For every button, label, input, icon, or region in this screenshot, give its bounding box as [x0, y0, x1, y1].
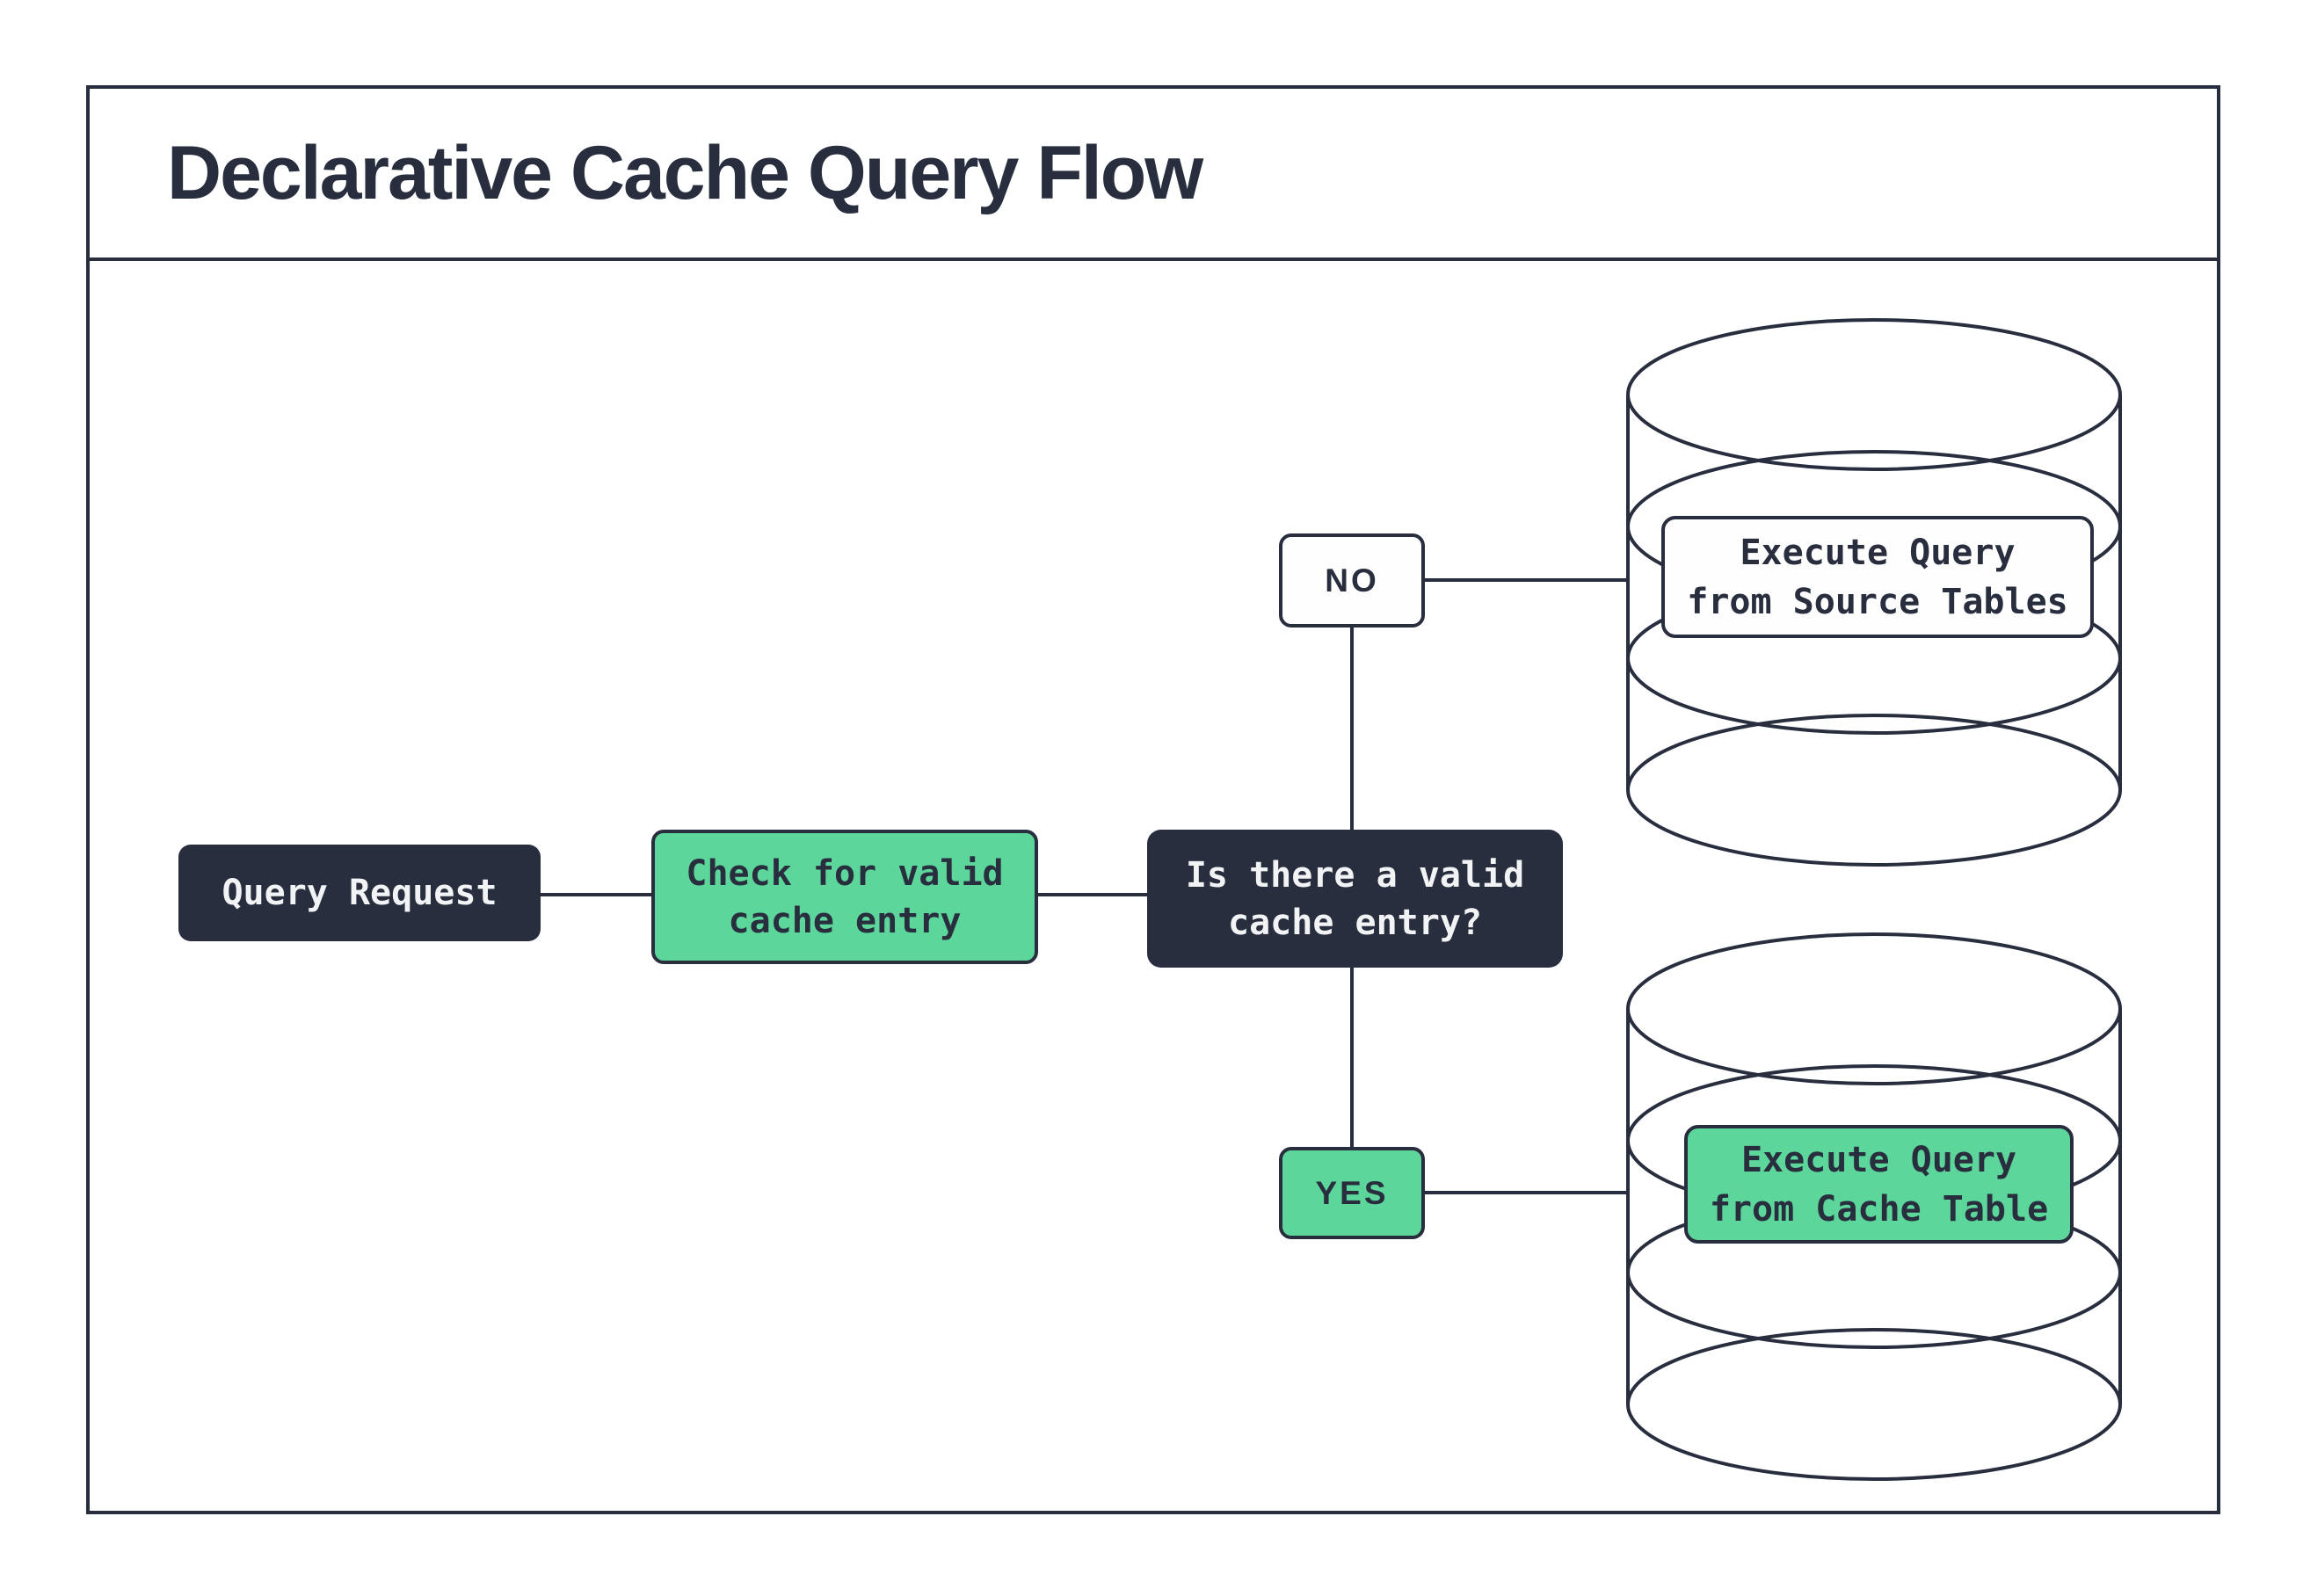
cache-db-label: Execute Query from Cache Table: [1684, 1125, 2074, 1244]
diagram-title: Declarative Cache Query Flow: [167, 130, 1203, 215]
branch-yes-box: YES: [1279, 1147, 1425, 1239]
node-check-cache: Check for valid cache entry: [651, 830, 1038, 964]
diagram-frame: Declarative Cache Query Flow: [86, 85, 2220, 1514]
source-db-label: Execute Query from Source Tables: [1661, 516, 2094, 638]
branch-no-box: NO: [1279, 533, 1425, 628]
node-query-request: Query Request: [178, 845, 541, 941]
node-decision-valid-cache: Is there a valid cache entry?: [1147, 830, 1563, 968]
title-bar: Declarative Cache Query Flow: [90, 89, 2217, 261]
